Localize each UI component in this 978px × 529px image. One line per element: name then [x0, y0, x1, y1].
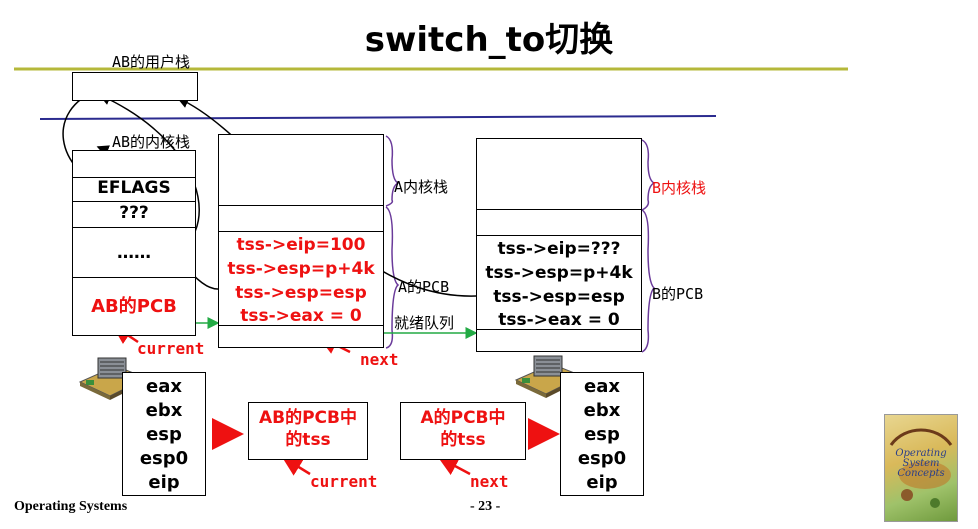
reg-right-eip: eip — [586, 472, 618, 493]
a-tss-line1: A的PCB中 — [420, 408, 506, 428]
label-b-pcb: B的PCB — [652, 285, 704, 303]
brace-a-pcb — [385, 206, 400, 349]
a-tss-box: A的PCB中 的tss — [400, 402, 526, 460]
a-pcb-field-esp-top: tss->esp=p+4k — [227, 259, 375, 279]
arrow-current-bottom — [281, 456, 311, 476]
slide-title: switch_to切换 — [364, 20, 614, 60]
brace-a-kernel-stack — [385, 135, 400, 207]
reg-left-eip: eip — [148, 472, 180, 493]
book-title-line3: Concepts — [897, 468, 945, 479]
a-stack-pcb-box: tss->eip=100 tss->esp=p+4k tss->esp=esp … — [218, 134, 384, 348]
a-pcb-field-eax: tss->eax = 0 — [240, 306, 362, 326]
label-b-kernel-stack: B内核栈 — [652, 179, 707, 197]
label-a-kernel-stack: A内核栈 — [394, 178, 449, 196]
a-pcb-field-eip: tss->eip=100 — [236, 235, 366, 255]
label-a-pcb: A的PCB — [398, 278, 450, 296]
ab-tss-box: AB的PCB中 的tss — [248, 402, 368, 460]
ab-stack-unknown: ??? — [119, 203, 149, 223]
book-title-line2: System — [902, 458, 940, 469]
registers-left-box: eax ebx esp esp0 eip — [122, 372, 206, 496]
label-current-bottom: current — [310, 472, 378, 491]
brace-b-pcb — [641, 209, 656, 353]
b-pcb-field-eax: tss->eax = 0 — [498, 310, 620, 330]
ab-tss-line2: 的tss — [285, 430, 331, 450]
reg-right-eax: eax — [584, 376, 620, 397]
reg-left-ebx: ebx — [145, 400, 183, 421]
a-pcb-field-esp: tss->esp=esp — [235, 283, 367, 303]
reg-left-esp0: esp0 — [139, 448, 189, 469]
label-ab-user-stack: AB的用户栈 — [112, 53, 191, 71]
label-ready-queue: 就绪队列 — [394, 314, 455, 332]
ab-tss-line1: AB的PCB中 — [258, 408, 357, 428]
footer-course: Operating Systems — [14, 499, 128, 514]
reg-right-ebx: ebx — [583, 400, 621, 421]
registers-right-box: eax ebx esp esp0 eip — [560, 372, 644, 496]
label-next-bottom: next — [470, 472, 509, 491]
blue-rule — [39, 115, 717, 120]
label-ab-kernel-stack: AB的内核栈 — [112, 133, 191, 151]
a-tss-line2: 的tss — [440, 430, 486, 450]
brace-b-kernel-stack — [641, 139, 656, 211]
ab-stack-dots: …… — [117, 243, 151, 263]
b-stack-pcb-box: tss->eip=??? tss->esp=p+4k tss->esp=esp … — [476, 138, 642, 352]
footer-page-number: - 23 - — [470, 499, 501, 514]
book-cover-image: Operating System Concepts — [884, 414, 958, 522]
reg-left-eax: eax — [146, 376, 182, 397]
ab-stack-pcb: AB的PCB — [91, 296, 177, 317]
reg-right-esp: esp — [584, 424, 620, 445]
reg-right-esp0: esp0 — [577, 448, 627, 469]
book-title-line1: Operating — [895, 448, 947, 459]
arrow-next-bottom — [437, 456, 471, 476]
b-pcb-field-esp-top: tss->esp=p+4k — [485, 263, 633, 283]
ab-user-stack-box — [72, 72, 198, 101]
reg-left-esp: esp — [146, 424, 182, 445]
label-next-top: next — [360, 350, 399, 369]
label-current-top: current — [137, 339, 205, 358]
ab-kernel-stack-box: EFLAGS ??? …… AB的PCB — [72, 150, 196, 336]
b-pcb-field-esp: tss->esp=esp — [493, 287, 625, 307]
ab-stack-eflags: EFLAGS — [97, 178, 171, 198]
b-pcb-field-eip: tss->eip=??? — [497, 239, 621, 259]
